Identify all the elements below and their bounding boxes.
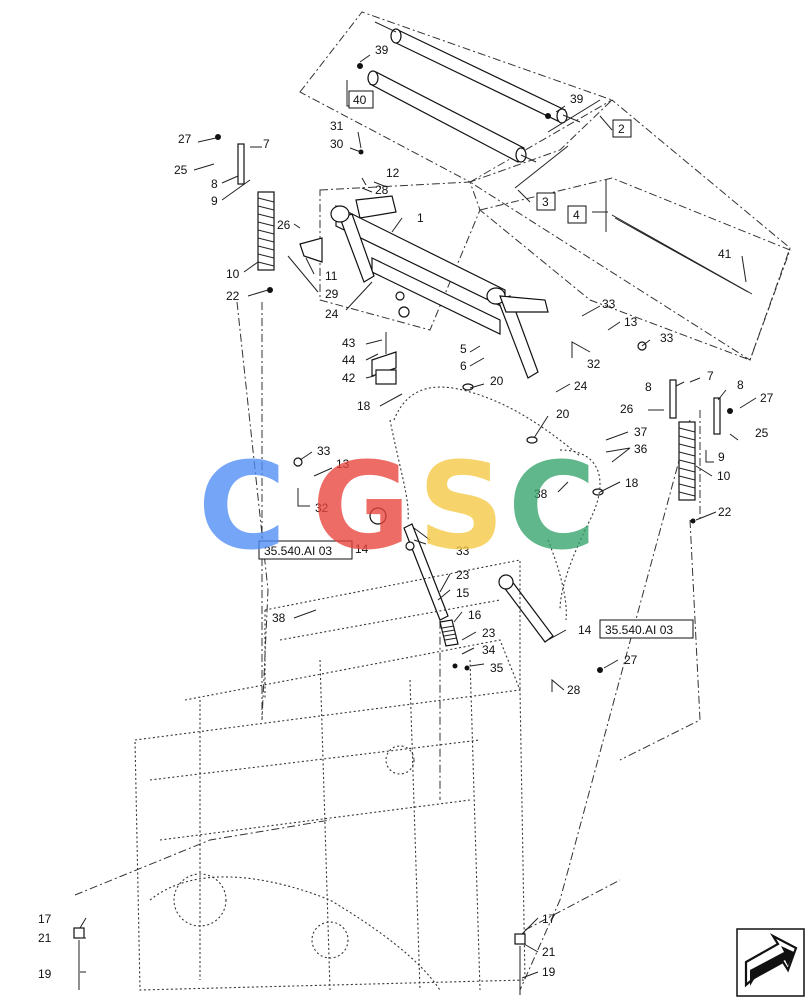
leader-lines bbox=[79, 54, 757, 979]
callout-40: 40 bbox=[353, 93, 367, 107]
next-page-arrow-icon[interactable] bbox=[736, 928, 805, 997]
callout-10: 10 bbox=[717, 469, 731, 483]
callout-21: 21 bbox=[38, 931, 52, 945]
watermark-logo: C G S C bbox=[198, 438, 596, 577]
callout-28: 28 bbox=[567, 683, 581, 697]
callout-15: 15 bbox=[456, 586, 470, 600]
callout-36: 36 bbox=[634, 442, 648, 456]
callout-5: 5 bbox=[460, 342, 467, 356]
callout-20: 20 bbox=[556, 407, 570, 421]
callout-28: 28 bbox=[375, 183, 389, 197]
callout-3: 3 bbox=[542, 195, 549, 209]
lower-roller bbox=[367, 70, 537, 163]
callout-14: 14 bbox=[578, 623, 592, 637]
callout-35: 35 bbox=[490, 661, 504, 675]
hydraulic-hoses bbox=[389, 386, 601, 621]
callout-8: 8 bbox=[211, 177, 218, 191]
callout-19: 19 bbox=[542, 965, 556, 979]
callout-2: 2 bbox=[618, 122, 625, 136]
callout-17: 17 bbox=[542, 912, 556, 926]
callout-34: 34 bbox=[482, 643, 496, 657]
reference-35-540-ai-03: 35.540.AI 03 bbox=[605, 623, 673, 637]
watermark-letter-c: C bbox=[198, 438, 286, 577]
callout-1: 1 bbox=[417, 211, 424, 225]
callout-labels: 39 40 39 2 31 30 27 7 25 8 9 12 28 3 4 1… bbox=[38, 43, 774, 981]
callout-29: 29 bbox=[325, 287, 339, 301]
callout-8: 8 bbox=[737, 378, 744, 392]
callout-7: 7 bbox=[707, 369, 714, 383]
callout-4: 4 bbox=[573, 208, 580, 222]
callout-6: 6 bbox=[460, 359, 467, 373]
callout-12: 12 bbox=[386, 166, 400, 180]
callout-38: 38 bbox=[272, 611, 286, 625]
callout-26: 26 bbox=[277, 218, 291, 232]
callout-8: 8 bbox=[645, 380, 652, 394]
rod bbox=[611, 214, 753, 295]
callout-18: 18 bbox=[357, 399, 371, 413]
callout-32: 32 bbox=[587, 357, 601, 371]
assembly-outlines bbox=[74, 11, 791, 991]
callout-33: 33 bbox=[660, 331, 674, 345]
callout-30: 30 bbox=[330, 137, 344, 151]
callout-25: 25 bbox=[755, 426, 769, 440]
callout-9: 9 bbox=[211, 194, 218, 208]
callout-27: 27 bbox=[624, 653, 638, 667]
callout-33: 33 bbox=[456, 544, 470, 558]
callout-21: 21 bbox=[542, 945, 556, 959]
callout-24: 24 bbox=[325, 307, 339, 321]
callout-32: 32 bbox=[315, 501, 329, 515]
callout-23: 23 bbox=[456, 568, 470, 582]
callout-44: 44 bbox=[342, 353, 356, 367]
callout-11: 11 bbox=[325, 269, 338, 283]
baler-chassis bbox=[134, 559, 526, 991]
hardware bbox=[215, 63, 733, 673]
callout-33: 33 bbox=[317, 444, 331, 458]
callout-33: 33 bbox=[602, 297, 616, 311]
callout-23: 23 bbox=[482, 626, 496, 640]
callout-27: 27 bbox=[178, 132, 192, 146]
watermark-letter-g: G bbox=[312, 438, 411, 577]
callout-38: 38 bbox=[534, 487, 548, 501]
callout-39: 39 bbox=[375, 43, 389, 57]
callout-41: 41 bbox=[718, 247, 732, 261]
callout-13: 13 bbox=[624, 315, 638, 329]
callout-42: 42 bbox=[342, 371, 356, 385]
upper-roller bbox=[374, 21, 581, 124]
watermark-letter-c: C bbox=[508, 438, 596, 577]
lift-frame bbox=[330, 195, 549, 379]
callout-43: 43 bbox=[342, 336, 356, 350]
callout-19: 19 bbox=[38, 967, 52, 981]
callout-37: 37 bbox=[634, 425, 648, 439]
callout-31: 31 bbox=[330, 119, 344, 133]
reference-35-540-ai-03: 35.540.AI 03 bbox=[264, 544, 332, 558]
callout-25: 25 bbox=[174, 163, 188, 177]
callout-17: 17 bbox=[38, 912, 52, 926]
callout-16: 16 bbox=[468, 608, 482, 622]
callout-14: 14 bbox=[355, 542, 369, 556]
callout-24: 24 bbox=[574, 379, 588, 393]
callout-22: 22 bbox=[226, 289, 240, 303]
callout-27: 27 bbox=[760, 391, 774, 405]
callout-13: 13 bbox=[336, 457, 350, 471]
callout-9: 9 bbox=[718, 450, 725, 464]
callout-7: 7 bbox=[263, 137, 270, 151]
watermark-letter-s: S bbox=[418, 438, 504, 577]
spring-left bbox=[257, 191, 275, 271]
callout-18: 18 bbox=[625, 476, 639, 490]
spring-right bbox=[678, 421, 696, 501]
bottom-pins bbox=[73, 927, 526, 995]
callout-26: 26 bbox=[620, 402, 634, 416]
callout-20: 20 bbox=[490, 374, 504, 388]
callout-39: 39 bbox=[570, 92, 584, 106]
callout-10: 10 bbox=[226, 267, 240, 281]
callout-22: 22 bbox=[718, 505, 732, 519]
